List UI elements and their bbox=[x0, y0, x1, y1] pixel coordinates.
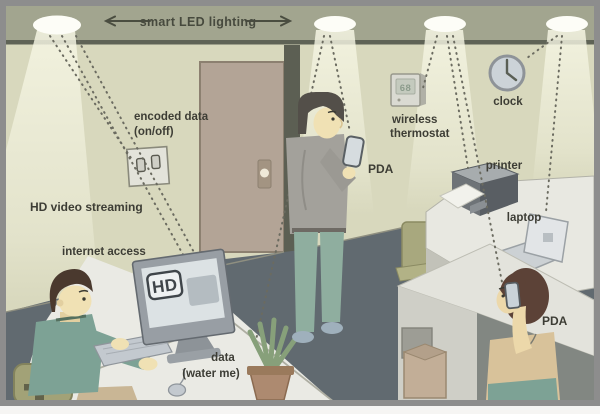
ceiling-edge-line bbox=[6, 40, 594, 45]
man-hand bbox=[111, 338, 129, 350]
woman-top bbox=[488, 378, 558, 400]
seated-woman bbox=[486, 268, 560, 400]
label-encoded-data: encoded data bbox=[134, 111, 209, 123]
clock-icon bbox=[488, 54, 526, 92]
label-wireless: wireless bbox=[391, 114, 437, 126]
ceiling-led-lights bbox=[33, 15, 588, 35]
label-hd-video-streaming: HD video streaming bbox=[30, 200, 143, 214]
label-pda-seated: PDA bbox=[542, 314, 568, 328]
label-internet-access: internet access bbox=[62, 246, 146, 258]
mouse bbox=[167, 368, 187, 397]
beam-to-laptop bbox=[545, 35, 563, 213]
standing-man bbox=[286, 92, 365, 343]
label-pda-standing: PDA bbox=[368, 162, 394, 176]
man-hair bbox=[49, 268, 93, 312]
title-smart-led-lighting: smart LED lighting bbox=[140, 15, 257, 29]
door-knob bbox=[260, 168, 269, 178]
man-sweater bbox=[28, 314, 102, 396]
door bbox=[199, 61, 285, 253]
led-light-icon bbox=[546, 16, 588, 32]
label-thermostat: thermostat bbox=[390, 128, 450, 140]
label-printer: printer bbox=[486, 160, 523, 172]
label-laptop: laptop bbox=[507, 212, 542, 224]
label-clock: clock bbox=[493, 96, 523, 108]
led-light-icon bbox=[424, 16, 466, 32]
cardboard-boxes bbox=[401, 327, 448, 399]
thermostat-reading: 68 bbox=[400, 83, 412, 94]
potted-plant bbox=[247, 317, 299, 400]
pda-device-seated bbox=[504, 281, 521, 310]
man-face bbox=[58, 285, 92, 317]
ceiling-band bbox=[6, 6, 594, 40]
beam-to-seated-pda bbox=[452, 35, 503, 283]
printer-paper bbox=[438, 183, 486, 209]
wireless-thermostat-device: 68 bbox=[390, 73, 426, 107]
monitor: HD bbox=[131, 248, 236, 364]
pda-device-standing bbox=[342, 135, 365, 168]
arrow-left-icon bbox=[103, 15, 151, 27]
hd-badge: HD bbox=[151, 275, 179, 297]
label-on-off: (on/off) bbox=[134, 126, 174, 138]
beam-to-monitor bbox=[61, 35, 187, 261]
beam-to-printer bbox=[446, 35, 469, 169]
label-data: data bbox=[211, 352, 235, 364]
man-hand bbox=[138, 357, 158, 371]
light-switch bbox=[125, 145, 171, 188]
standing-man-hair bbox=[298, 92, 344, 134]
label-water-me: (water me) bbox=[182, 368, 240, 380]
arrow-right-icon bbox=[245, 15, 293, 27]
beam-to-monitor-2 bbox=[75, 35, 209, 279]
laptop-device bbox=[490, 213, 569, 274]
led-light-icon bbox=[33, 15, 81, 35]
standing-man-face bbox=[313, 107, 341, 139]
header-arrows bbox=[103, 15, 293, 27]
led-light-icon bbox=[314, 16, 356, 32]
beam-to-standing-pda bbox=[329, 35, 351, 133]
beam-to-clock bbox=[526, 35, 558, 59]
data-beam-lines bbox=[49, 35, 563, 341]
